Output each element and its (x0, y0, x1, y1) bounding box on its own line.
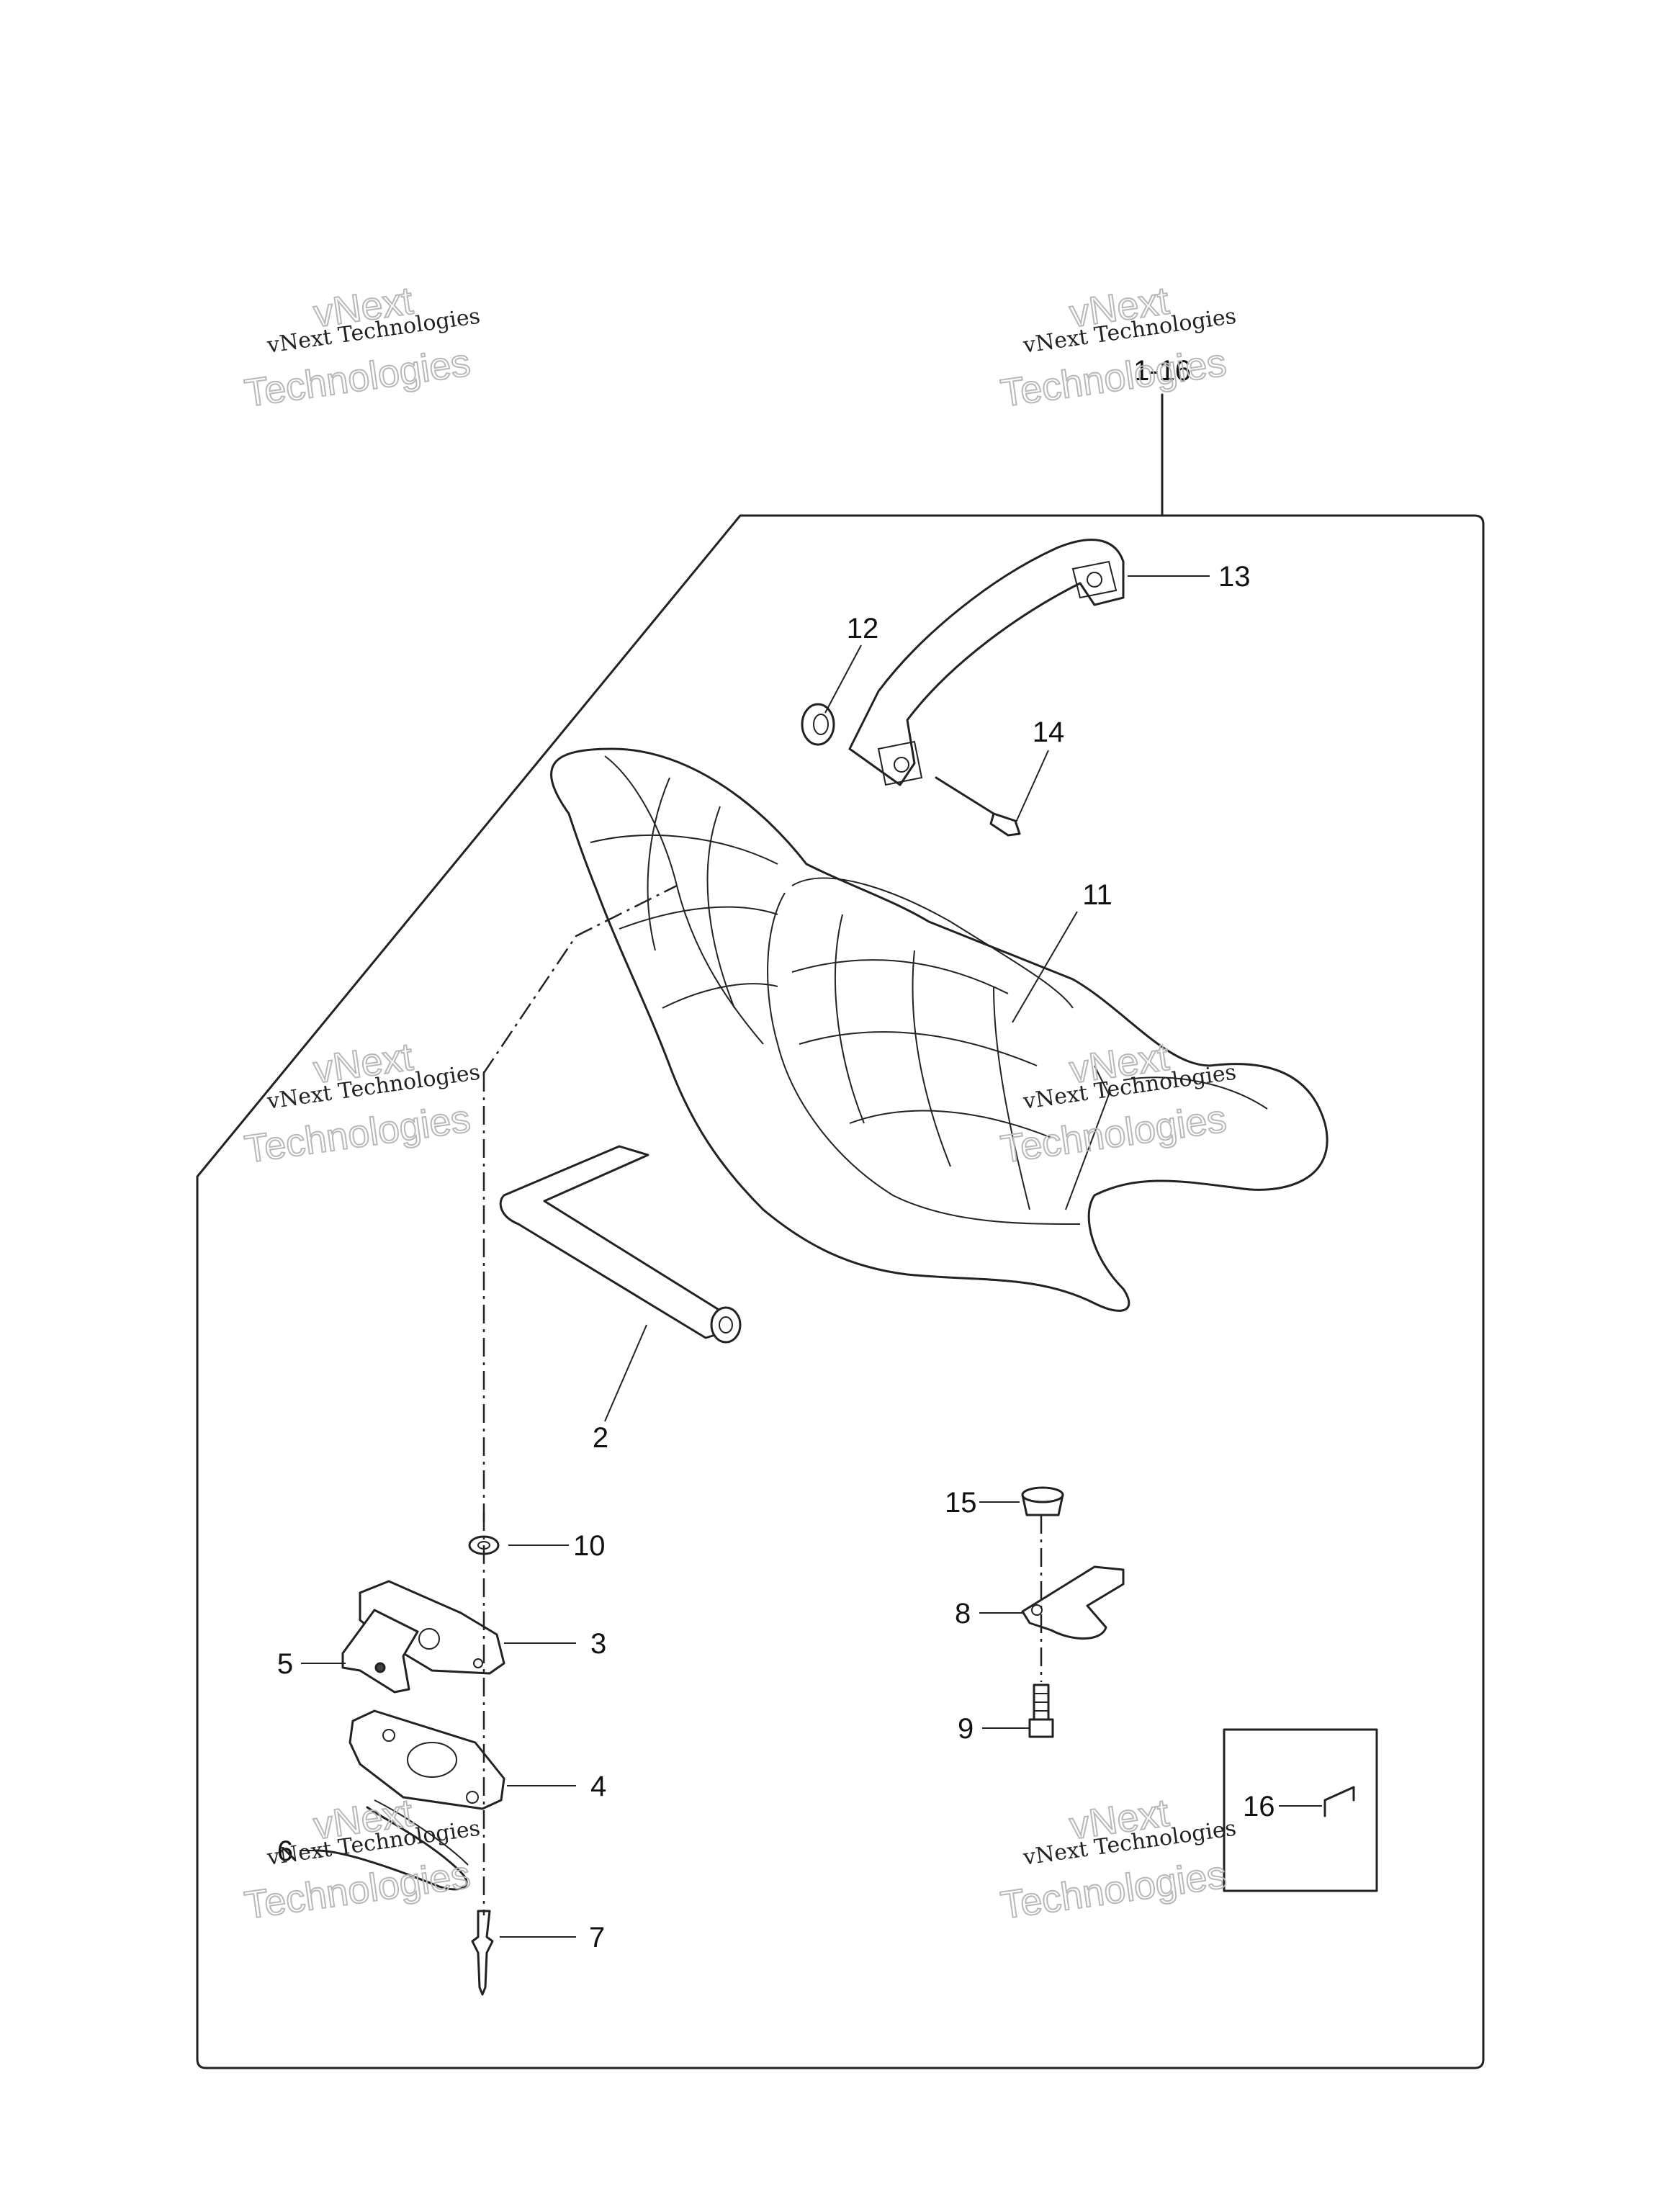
callout-15: 15 (945, 1487, 977, 1519)
bolt-part-9 (1028, 1683, 1054, 1738)
seat-part-11 (550, 747, 1328, 1312)
assembly-border (196, 514, 1485, 2069)
rivet-part-14 (935, 776, 1021, 837)
cable-part-6 (315, 1799, 469, 1891)
clip-part-5 (341, 1609, 419, 1694)
grommet-part-12 (801, 703, 835, 746)
catch-bracket-part-8 (1021, 1565, 1125, 1640)
callout-7: 7 (589, 1922, 605, 1954)
callout-2: 2 (593, 1422, 608, 1454)
callout-5: 5 (277, 1648, 293, 1680)
callout-6: 6 (277, 1835, 293, 1867)
watermark-bottom-right: vNext vNext Technologies Technologies (997, 1791, 1238, 1928)
seat-to-latch-dashline (482, 884, 678, 1076)
part-16-symbol (1323, 1786, 1355, 1817)
callout-labels: 1-16 13 12 14 11 2 10 3 5 4 6 7 15 8 9 1… (277, 355, 1275, 1954)
callout-3: 3 (590, 1628, 606, 1660)
callout-10: 10 (573, 1530, 606, 1562)
callout-9: 9 (958, 1713, 974, 1745)
bracket-part-2 (499, 1145, 742, 1344)
inset-box (1223, 1728, 1378, 1892)
grab-handle-part-13 (848, 539, 1125, 786)
cap-nut-part-15 (1021, 1486, 1064, 1516)
watermark-top-right: vNext vNext Technologies Technologies (997, 279, 1238, 416)
latch-housing-part-4 (349, 1709, 505, 1810)
pin-part-7 (471, 1910, 494, 1996)
callout-16: 16 (1243, 1791, 1275, 1822)
callout-13: 13 (1218, 561, 1251, 593)
callout-12: 12 (847, 613, 879, 644)
callout-14: 14 (1033, 716, 1065, 748)
watermark-top-left: vNext vNext Technologies Technologies (241, 279, 482, 416)
callout-4: 4 (590, 1771, 606, 1802)
callout-8: 8 (955, 1598, 971, 1629)
watermark-mid-left: vNext vNext Technologies Technologies (241, 1035, 482, 1172)
leader-lines (300, 575, 1322, 1938)
callout-11: 11 (1082, 879, 1112, 911)
assembly-label: 1-16 (1133, 355, 1191, 387)
